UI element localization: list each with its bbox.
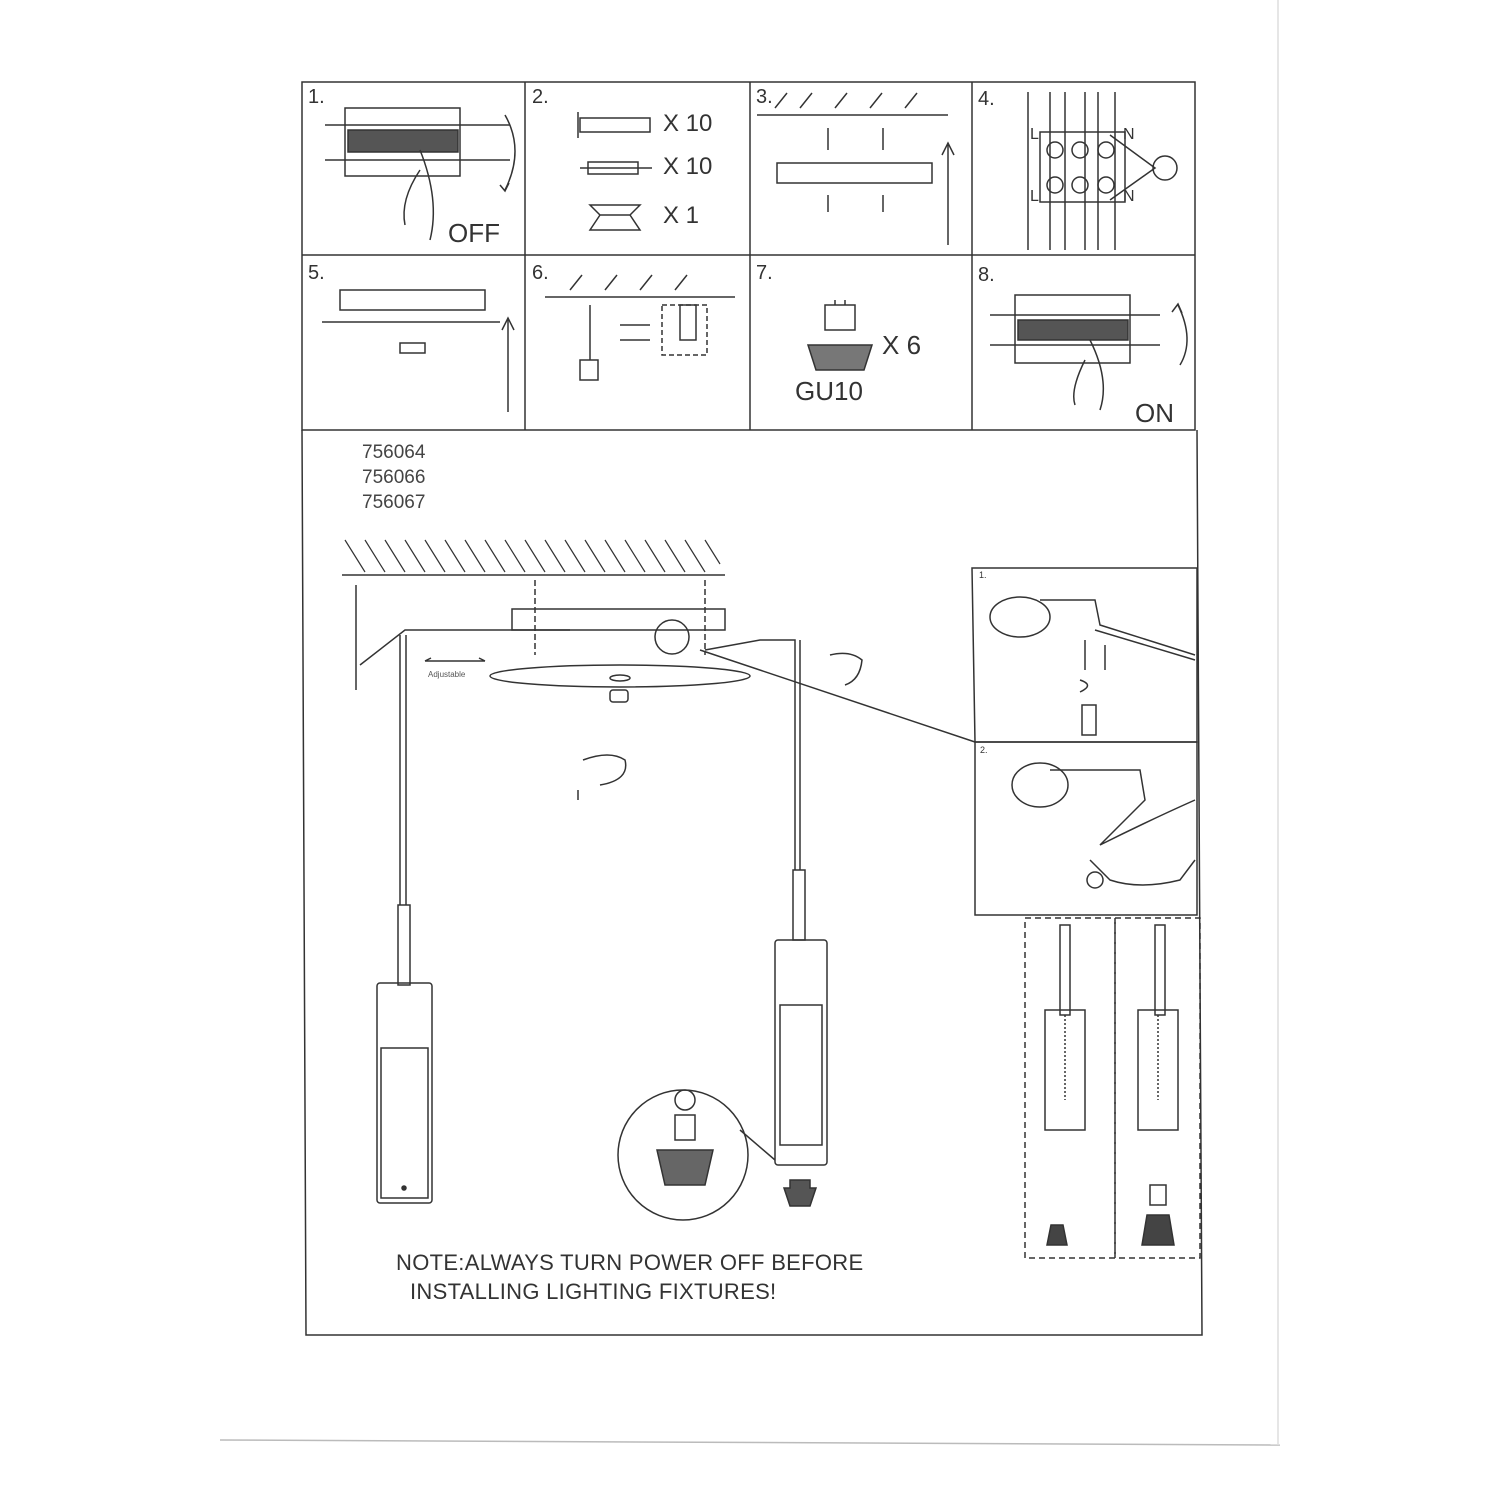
steps-grid-frame xyxy=(301,81,1196,431)
breaker-off-icon xyxy=(325,107,516,241)
breaker-on-icon xyxy=(990,294,1188,411)
inset-panel-1 xyxy=(971,567,1198,743)
parts-icons xyxy=(577,112,652,231)
step-number-2: 2. xyxy=(532,86,549,108)
step-number-7: 7. xyxy=(756,262,773,284)
step-number-4: 4. xyxy=(978,88,995,110)
inset-number-1: 1. xyxy=(979,570,987,580)
pendant-right xyxy=(774,869,828,1207)
ground-icon xyxy=(1152,155,1178,181)
ceiling-hatch xyxy=(342,539,725,576)
canopy-plate xyxy=(424,580,863,800)
hand-icon xyxy=(577,754,627,800)
terminal-label-n-top: N xyxy=(1123,126,1135,143)
pendant-left xyxy=(376,904,433,1204)
model-numbers: 756064 756066 756067 xyxy=(362,440,425,515)
inset-number-2: 2. xyxy=(980,745,988,755)
bulb-type-label: GU10 xyxy=(795,376,863,406)
model-number: 756067 xyxy=(362,492,426,513)
safety-note-line1: NOTE:ALWAYS TURN POWER OFF BEFORE xyxy=(396,1250,864,1275)
adjustable-canopy-disc xyxy=(489,664,751,688)
quantity-screws: X 10 xyxy=(663,153,713,180)
hand-icon xyxy=(829,652,863,686)
cables xyxy=(355,585,976,905)
off-label: OFF xyxy=(448,218,500,248)
quantity-hook: X 1 xyxy=(663,202,700,229)
socket-detail xyxy=(1044,924,1179,1246)
hook-cable-icon xyxy=(545,274,735,381)
on-label: ON xyxy=(1135,398,1174,428)
main-diagram-frame xyxy=(301,429,1203,1336)
terminal-label-n-bottom: N xyxy=(1123,188,1135,205)
terminal-block-icon xyxy=(1027,92,1178,250)
step-number-3: 3. xyxy=(756,86,773,108)
canopy-mount-icon xyxy=(322,289,515,412)
gu10-bulb-icon xyxy=(806,300,874,371)
bulb-quantity: X 6 xyxy=(882,330,922,360)
bulb-detail-circle xyxy=(617,1089,776,1221)
terminal-label-l-top: L xyxy=(1030,126,1039,143)
quantity-anchors: X 10 xyxy=(663,110,713,137)
safety-note-line2: INSTALLING LIGHTING FIXTURES! xyxy=(410,1279,777,1304)
inset-panel-2 xyxy=(974,741,1198,916)
adjustable-label: Adjustable xyxy=(428,670,466,679)
step-number-6: 6. xyxy=(532,262,549,284)
ceiling-mount-icon xyxy=(757,92,955,245)
model-number: 756066 xyxy=(362,467,426,488)
terminal-label-l-bottom: L xyxy=(1030,188,1039,205)
step-number-5: 5. xyxy=(308,262,325,284)
dashed-detail-boxes xyxy=(1024,917,1201,1259)
step-number-8: 8. xyxy=(978,264,995,286)
model-number: 756064 xyxy=(362,442,426,463)
step-number-1: 1. xyxy=(308,86,325,108)
